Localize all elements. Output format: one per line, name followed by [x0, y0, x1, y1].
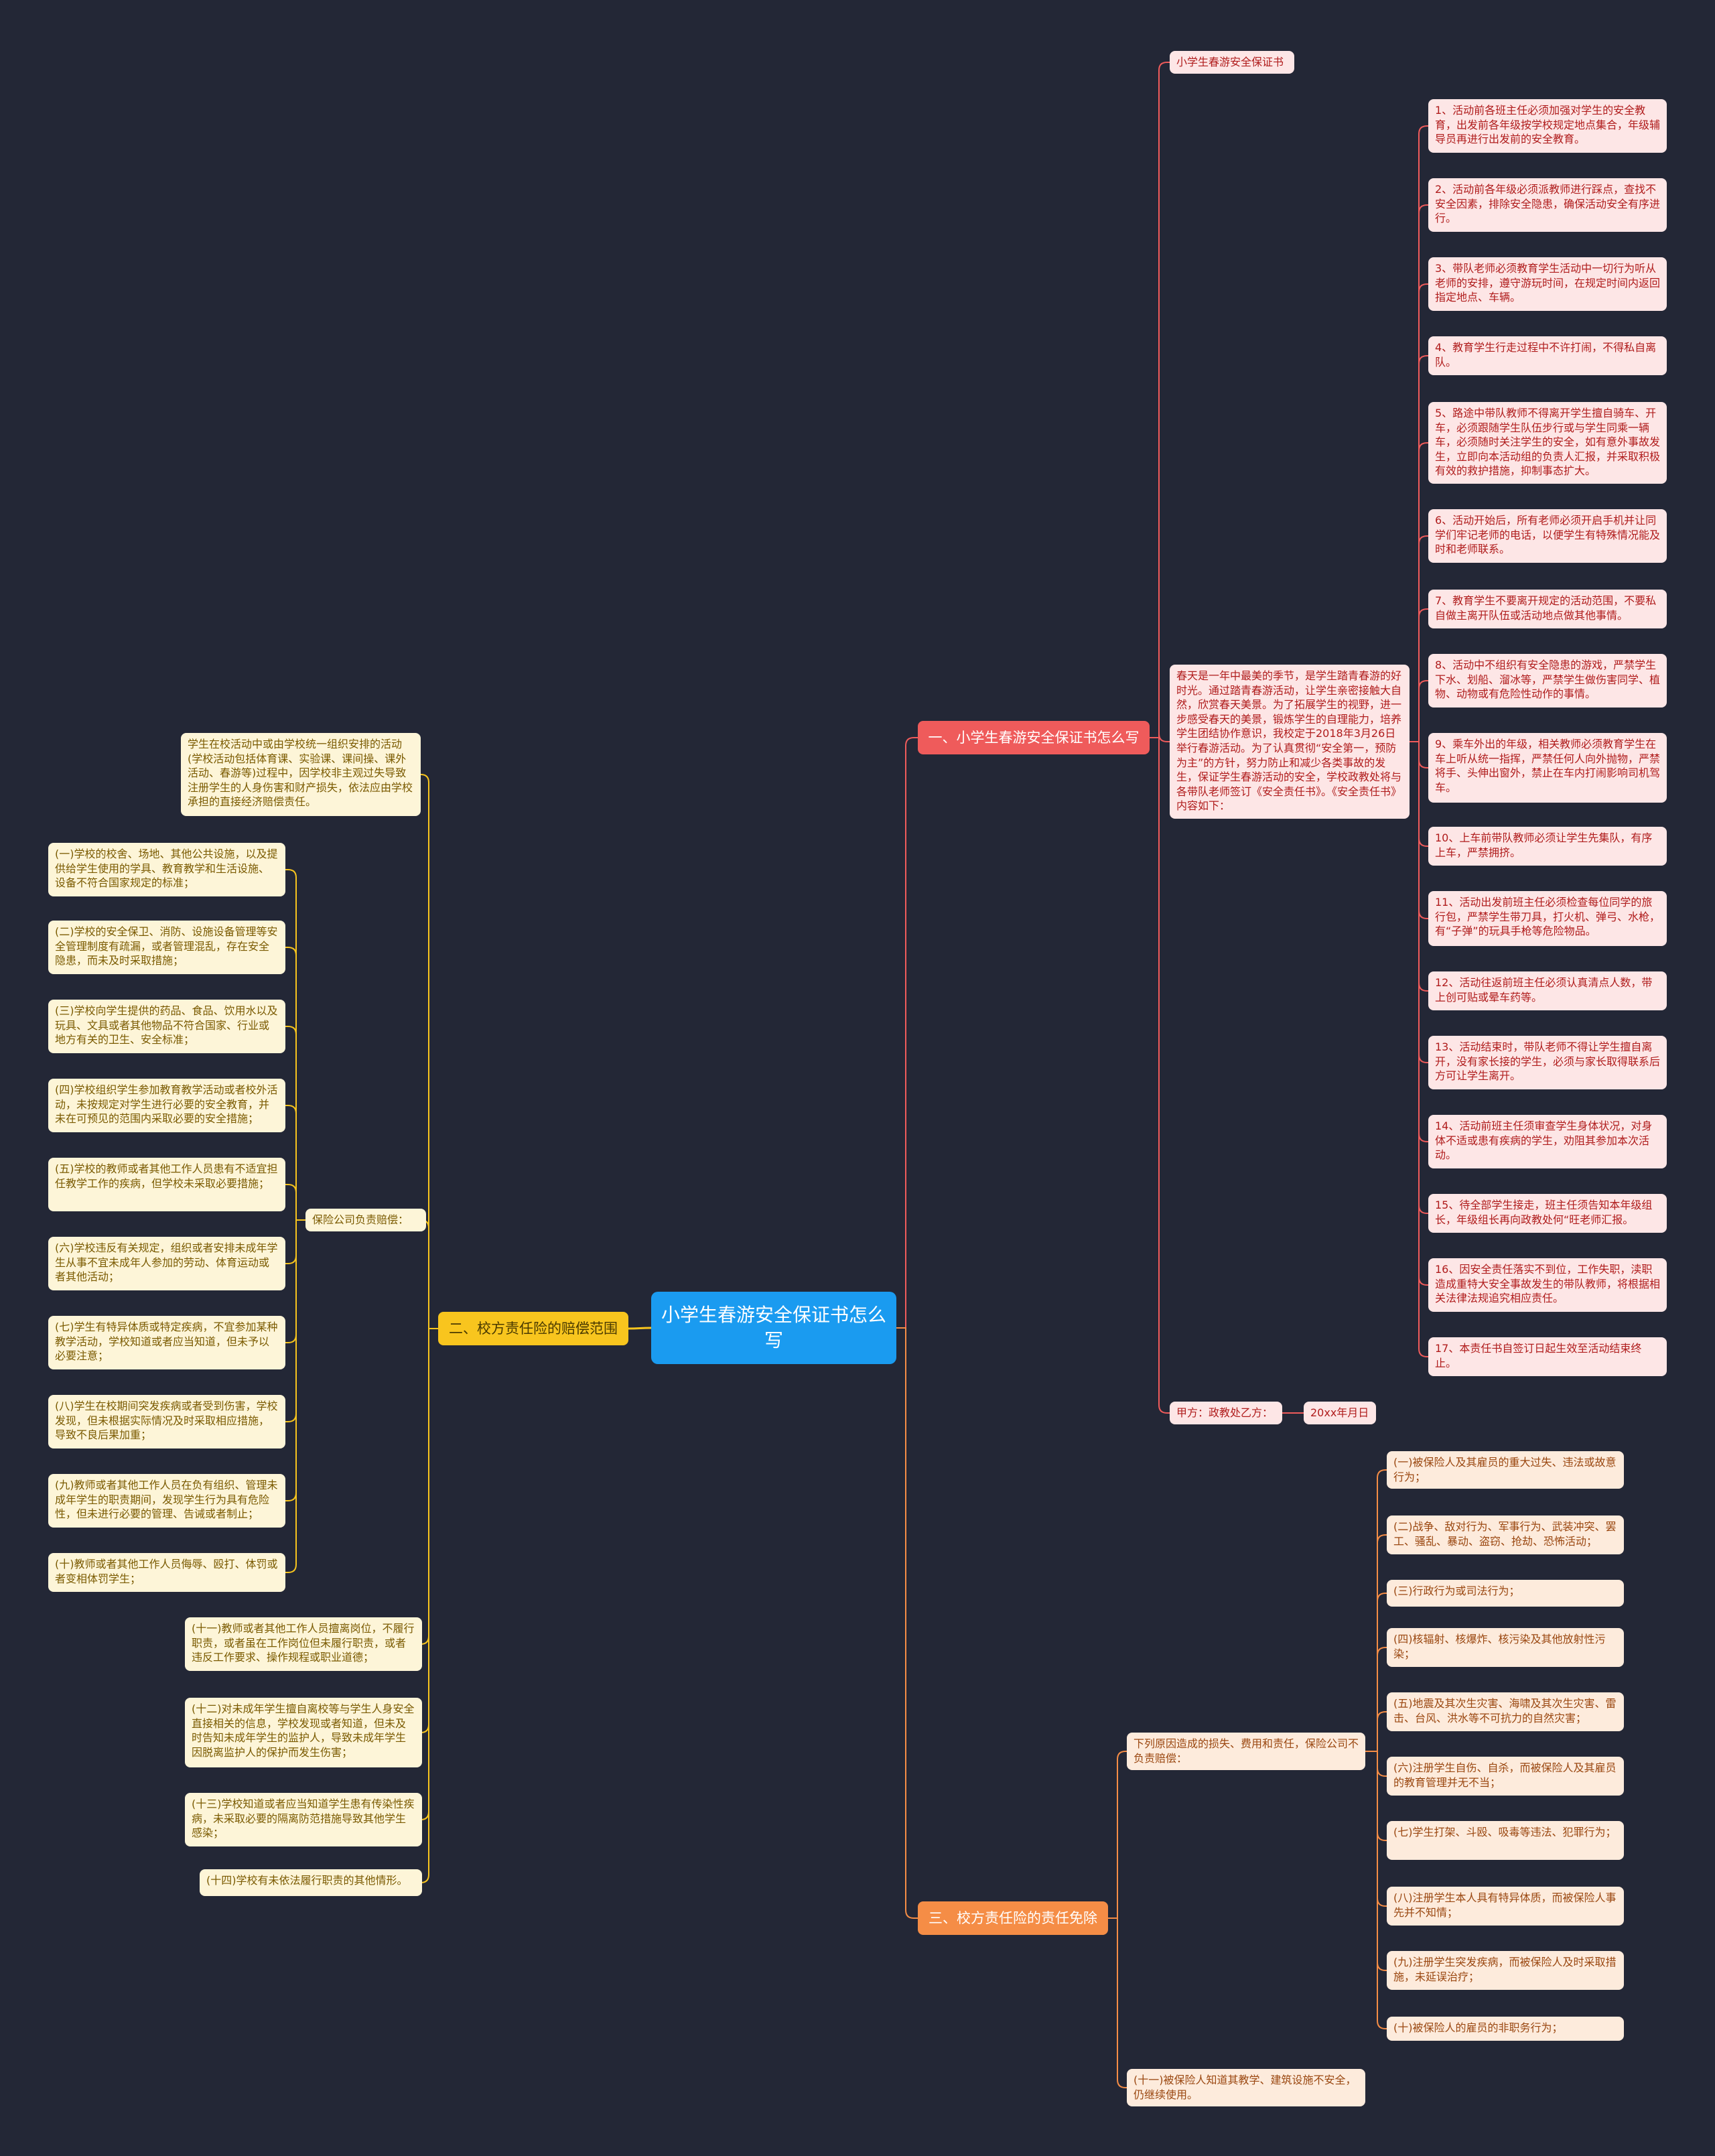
exemption-item-11[interactable]: (十一)被保险人知道其教学、建筑设施不安全，仍继续使用。 [1127, 2069, 1365, 2106]
coverage-item-14[interactable]: (十四)学校有未依法履行职责的其他情形。 [200, 1869, 422, 1896]
exemption-item-10[interactable]: (十)被保险人的雇员的非职务行为； [1387, 2017, 1624, 2041]
connector [1365, 1711, 1387, 1752]
connector [420, 1219, 438, 1329]
rule-item-13[interactable]: 13、活动结束时，带队老师不得让学生擅自离开，没有家长接的学生，必须与家长取得联… [1428, 1036, 1667, 1089]
connector [1410, 125, 1428, 742]
connector [285, 869, 305, 1221]
rule-item-12[interactable]: 12、活动往返前班主任必须认真清点人数，带上创可贴或晕车药等。 [1428, 971, 1667, 1010]
coverage-item-1[interactable]: (一)学校的校舍、场地、其他公共设施，以及提供给学生使用的学具、教育教学和生活设… [48, 843, 285, 896]
coverage-item-11[interactable]: (十一)教师或者其他工作人员擅离岗位，不履行职责，或者虽在工作岗位但未履行职责，… [185, 1617, 422, 1671]
rule-item-6[interactable]: 6、活动开始后，所有老师必须开启手机并让同学们牢记老师的电话，以便学生有特殊情况… [1428, 509, 1667, 563]
connector [1365, 1751, 1387, 1777]
connector [628, 1327, 652, 1330]
connector [285, 1026, 305, 1221]
exemption-item-4[interactable]: (四)核辐射、核爆炸、核污染及其他放射性污染； [1387, 1628, 1624, 1667]
coverage-item-10[interactable]: (十)教师或者其他工作人员侮辱、殴打、体罚或者变相体罚学生； [48, 1553, 285, 1592]
rule-item-16[interactable]: 16、因安全责任落实不到位，工作失职，渎职造成重特大安全事故发生的带队教师，将根… [1428, 1258, 1667, 1312]
exemption-item-9[interactable]: (九)注册学生突发疾病，而被保险人及时采取措施，未延误治疗； [1387, 1951, 1624, 1990]
rule-item-1[interactable]: 1、活动前各班主任必须加强对学生的安全教育，出发前各年级按学校规定地点集合，年级… [1428, 99, 1667, 153]
connector [1150, 737, 1170, 1414]
connector [1150, 62, 1170, 738]
coverage-item-3[interactable]: (三)学校向学生提供的药品、食品、饮用水以及玩具、文具或者其他物品不符合国家、行… [48, 1000, 285, 1053]
rule-item-11[interactable]: 11、活动出发前班主任必须检查每位同学的旅行包，严禁学生带刀具，打火机、弹弓、水… [1428, 891, 1667, 946]
connector [896, 737, 918, 1329]
connector [1365, 1469, 1387, 1752]
coverage-item-9[interactable]: (九)教师或者其他工作人员在负有组织、管理未成年学生的职责期间，发现学生行为具有… [48, 1474, 285, 1528]
exemption-item-1[interactable]: (一)被保险人及其雇员的重大过失、违法或故意行为； [1387, 1451, 1624, 1489]
coverage-item-4[interactable]: (四)学校组织学生参加教育教学活动或者校外活动，未按规定对学生进行必要的安全教育… [48, 1079, 285, 1132]
branch-one-topic[interactable]: 一、小学生春游安全保证书怎么写 [918, 721, 1150, 754]
guarantee-title-node[interactable]: 小学生春游安全保证书 [1170, 51, 1294, 74]
coverage-intro-node[interactable]: 学生在校活动中或由学校统一组织安排的活动(学校活动包括体育课、实验课、课间操、课… [181, 733, 421, 816]
connector [1365, 1751, 1387, 1841]
coverage-item-6[interactable]: (六)学校违反有关规定，组织或者安排未成年学生从事不宜未成年人参加的劳动、体育运… [48, 1237, 285, 1290]
coverage-item-7[interactable]: (七)学生有特异体质或特定疾病，不宜参加某种教学活动，学校知道或者应当知道，但未… [48, 1316, 285, 1369]
branch-two-topic[interactable]: 二、校方责任险的赔偿范围 [438, 1312, 628, 1345]
coverage-item-2[interactable]: (二)学校的安全保卫、消防、设施设备管理等安全管理制度有疏漏，或者管理混乱，存在… [48, 921, 285, 974]
branch-three-topic[interactable]: 三、校方责任险的责任免除 [918, 1901, 1108, 1935]
rule-item-10[interactable]: 10、上车前带队教师必须让学生先集队，有序上车，严禁拥挤。 [1428, 827, 1667, 866]
connector [1365, 1647, 1387, 1752]
insurer-pays-node[interactable]: 保险公司负责赔偿： [305, 1209, 426, 1231]
connector [1410, 283, 1428, 742]
connector [1410, 535, 1428, 742]
guarantee-intro-node[interactable]: 春天是一年中最美的季节，是学生踏青春游的好时光。通过踏青春游活动，让学生亲密接触… [1170, 665, 1410, 819]
connector [1108, 1751, 1127, 1919]
date-node[interactable]: 20xx年月日 [1304, 1402, 1376, 1424]
exemption-item-5[interactable]: (五)地震及其次生灾害、海啸及其次生灾害、雷击、台风、洪水等不可抗力的自然灾害； [1387, 1692, 1624, 1731]
signature-node[interactable]: 甲方：政教处乙方： [1170, 1402, 1282, 1424]
coverage-item-5[interactable]: (五)学校的教师或者其他工作人员患有不适宜担任教学工作的疾病，但学校未采取必要措… [48, 1158, 285, 1211]
connector [1410, 442, 1428, 742]
connector [896, 1327, 918, 1919]
connector [1108, 1917, 1127, 2088]
rule-item-8[interactable]: 8、活动中不组织有安全隐患的游戏，严禁学生下水、划船、溜冰等，严禁学生做伤害同学… [1428, 654, 1667, 708]
rule-item-7[interactable]: 7、教育学生不要离开规定的活动范围，不要私自做主离开队伍或活动地点做其他事情。 [1428, 590, 1667, 628]
rule-item-3[interactable]: 3、带队老师必须教育学生活动中一切行为听从老师的安排，遵守游玩时间，在规定时间内… [1428, 257, 1667, 311]
connector [285, 947, 305, 1221]
connector [1150, 733, 1170, 742]
connector [1410, 680, 1428, 742]
rule-item-14[interactable]: 14、活动前班主任须审查学生身体状况，对身体不适或患有疾病的学生，劝阻其参加本次… [1428, 1115, 1667, 1168]
coverage-item-13[interactable]: (十三)学校知道或者应当知道学生患有传染性疾病，未采取必要的隔离防范措施导致其他… [185, 1793, 422, 1846]
connector [1365, 1751, 1387, 2029]
connector [285, 1219, 305, 1573]
exemption-item-2[interactable]: (二)战争、敌对行为、军事行为、武装冲突、罢工、骚乱、暴动、盗窃、抢劫、恐怖活动… [1387, 1515, 1624, 1554]
connector [420, 774, 438, 1329]
connector [1365, 1534, 1387, 1752]
connector [1410, 741, 1428, 1357]
root-topic[interactable]: 小学生春游安全保证书怎么写 [651, 1292, 896, 1364]
connector [420, 1328, 438, 1883]
rule-item-5[interactable]: 5、路途中带队教师不得离开学生擅自骑车、开车，必须跟随学生队伍步行或与学生同乘一… [1428, 402, 1667, 484]
connector [1410, 204, 1428, 742]
connector [285, 1184, 305, 1221]
connector [285, 1105, 305, 1221]
rule-item-2[interactable]: 2、活动前各年级必须派教师进行踩点，查找不安全因素，排除安全隐患，确保活动安全有… [1428, 178, 1667, 232]
coverage-item-8[interactable]: (八)学生在校期间突发疾病或者受到伤害，学校发现，但未根据实际情况及时采取相应措… [48, 1395, 285, 1448]
exemption-item-8[interactable]: (八)注册学生本人具有特异体质，而被保险人事先并不知情； [1387, 1887, 1624, 1926]
rule-item-9[interactable]: 9、乘车外出的年级，相关教师必须教育学生在车上听从统一指挥，严禁任何人向外抛物，… [1428, 733, 1667, 803]
exemption-item-3[interactable]: (三)行政行为或司法行为； [1387, 1580, 1624, 1607]
connector [1365, 1751, 1387, 1907]
connector [1410, 608, 1428, 742]
exemption-intro-node[interactable]: 下列原因造成的损失、费用和责任，保险公司不负责赔偿： [1127, 1733, 1365, 1770]
connector [1410, 355, 1428, 742]
rule-item-17[interactable]: 17、本责任书自签订日起生效至活动结束终止。 [1428, 1337, 1667, 1376]
connector [1365, 1593, 1387, 1752]
exemption-item-6[interactable]: (六)注册学生自伤、自杀，而被保险人及其雇员的教育管理并无不当； [1387, 1757, 1624, 1796]
rule-item-4[interactable]: 4、教育学生行走过程中不许打闹，不得私自离队。 [1428, 336, 1667, 375]
exemption-item-7[interactable]: (七)学生打架、斗殴、吸毒等违法、犯罪行为； [1387, 1821, 1624, 1860]
connector [1365, 1751, 1387, 1971]
coverage-item-12[interactable]: (十二)对未成年学生擅自离校等与学生人身安全直接相关的信息，学校发现或者知道，但… [185, 1698, 422, 1767]
rule-item-15[interactable]: 15、待全部学生接走，班主任须告知本年级组长，年级组长再向政教处何“旺老师汇报。 [1428, 1194, 1667, 1233]
